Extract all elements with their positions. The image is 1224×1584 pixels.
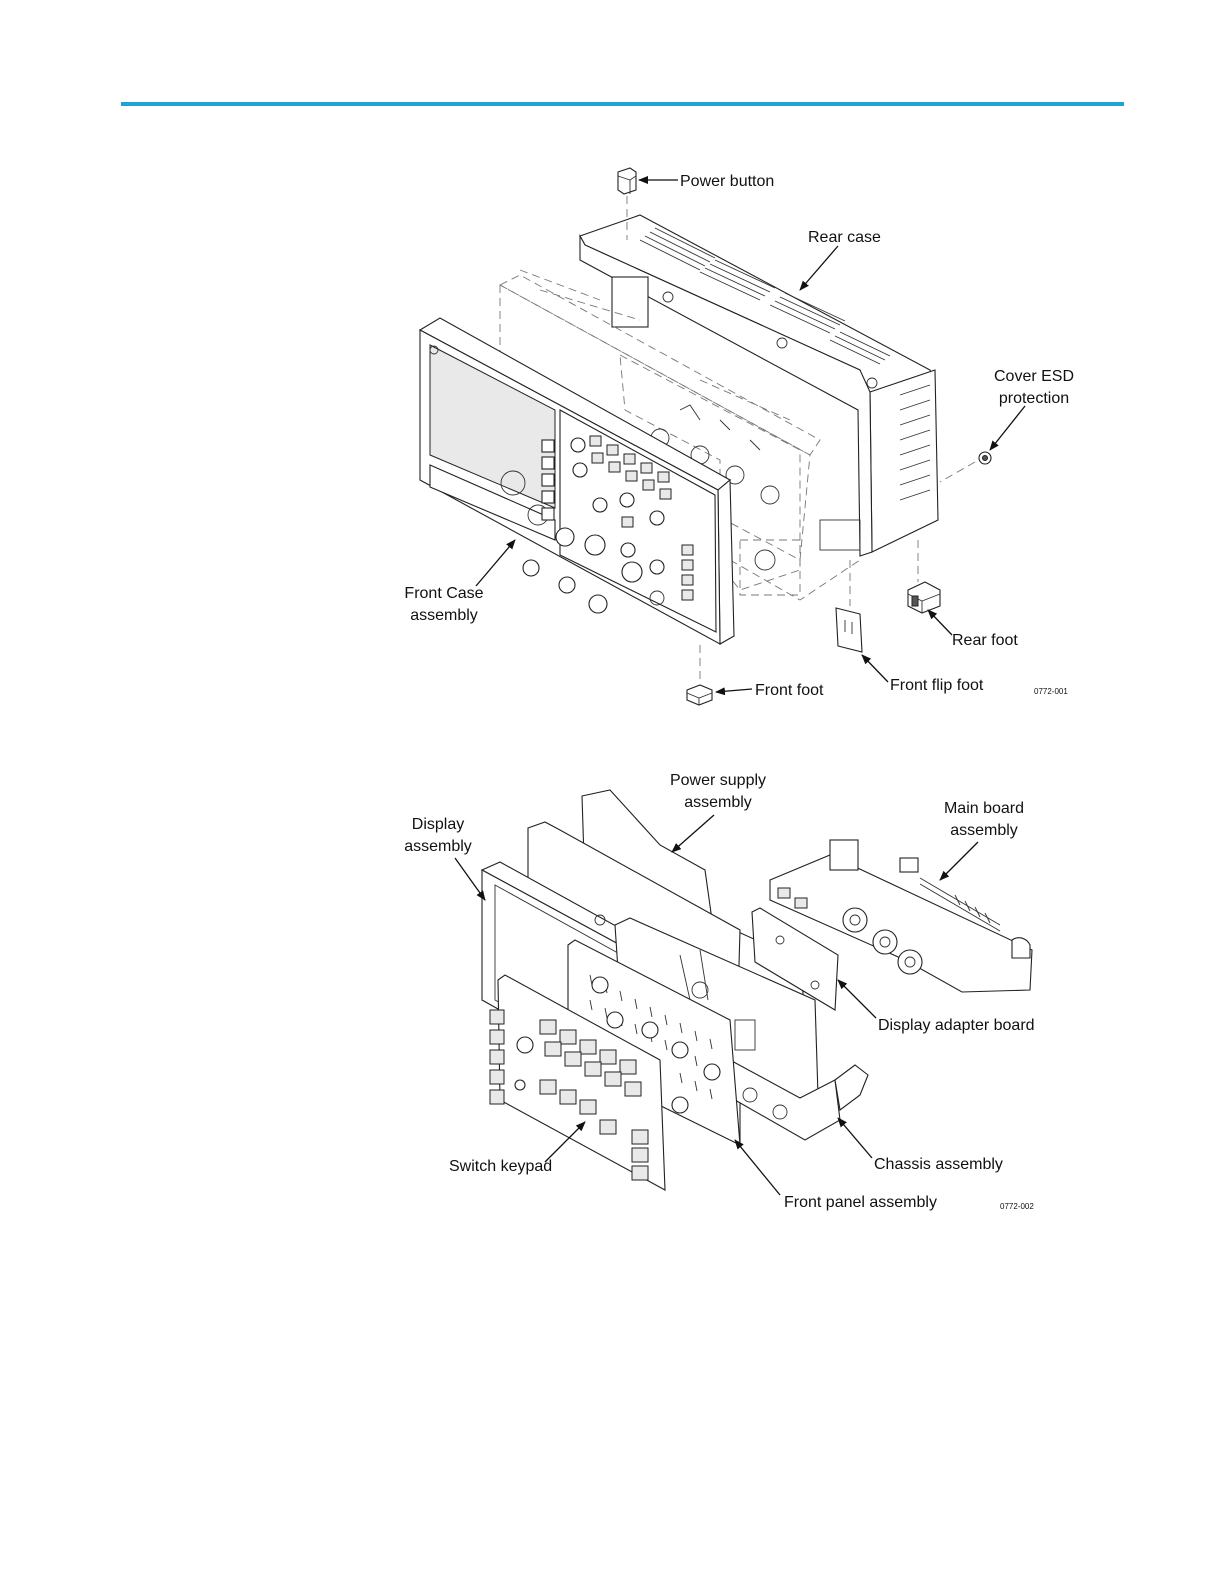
cover-esd-part bbox=[940, 452, 991, 482]
front-flip-foot-leader bbox=[862, 655, 888, 682]
figure-2-internal-exploded-view: Power supply assembly Main board assembl… bbox=[404, 772, 1034, 1211]
front-case-side-buttons bbox=[542, 440, 554, 520]
label-main-board-line2: assembly bbox=[950, 822, 1018, 839]
figure-1-code: 0772-001 bbox=[1034, 687, 1068, 696]
label-front-case-line1: Front Case bbox=[404, 585, 483, 602]
front-foot-part bbox=[687, 645, 712, 705]
rear-foot-part bbox=[908, 540, 940, 613]
front-panel-leader bbox=[735, 1140, 780, 1195]
figure-2-code: 0772-002 bbox=[1000, 1202, 1034, 1211]
label-switch-keypad: Switch keypad bbox=[449, 1158, 552, 1175]
label-rear-foot: Rear foot bbox=[952, 632, 1018, 649]
rear-case-leader bbox=[800, 246, 838, 290]
label-front-panel: Front panel assembly bbox=[784, 1194, 937, 1211]
label-rear-case: Rear case bbox=[808, 229, 881, 246]
display-adapter-leader bbox=[838, 980, 876, 1018]
label-power-supply-line1: Power supply bbox=[670, 772, 766, 789]
label-power-button: Power button bbox=[680, 173, 774, 190]
figure-1-case-exploded-view: Power button Rear case Cover ESD protect… bbox=[404, 168, 1074, 705]
main-board-leader bbox=[940, 842, 978, 880]
chassis-leader bbox=[838, 1118, 872, 1158]
label-power-supply-line2: assembly bbox=[684, 794, 752, 811]
label-display-line2: assembly bbox=[404, 838, 472, 855]
label-display-adapter: Display adapter board bbox=[878, 1017, 1035, 1034]
power-supply-leader bbox=[672, 815, 714, 852]
front-case-leader bbox=[476, 540, 515, 586]
front-flip-foot-part bbox=[836, 560, 862, 652]
label-chassis: Chassis assembly bbox=[874, 1156, 1003, 1173]
display-assembly-leader bbox=[455, 858, 485, 900]
cover-esd-leader bbox=[990, 406, 1025, 450]
front-foot-leader bbox=[716, 689, 752, 692]
label-front-case-line2: assembly bbox=[410, 607, 478, 624]
label-main-board-line1: Main board bbox=[944, 800, 1024, 817]
label-front-flip-foot: Front flip foot bbox=[890, 677, 984, 694]
label-cover-esd-line2: protection bbox=[999, 390, 1069, 407]
rear-foot-leader bbox=[928, 610, 952, 635]
label-front-foot: Front foot bbox=[755, 682, 824, 699]
label-display-line1: Display bbox=[412, 816, 464, 833]
label-cover-esd-line1: Cover ESD bbox=[994, 368, 1074, 385]
